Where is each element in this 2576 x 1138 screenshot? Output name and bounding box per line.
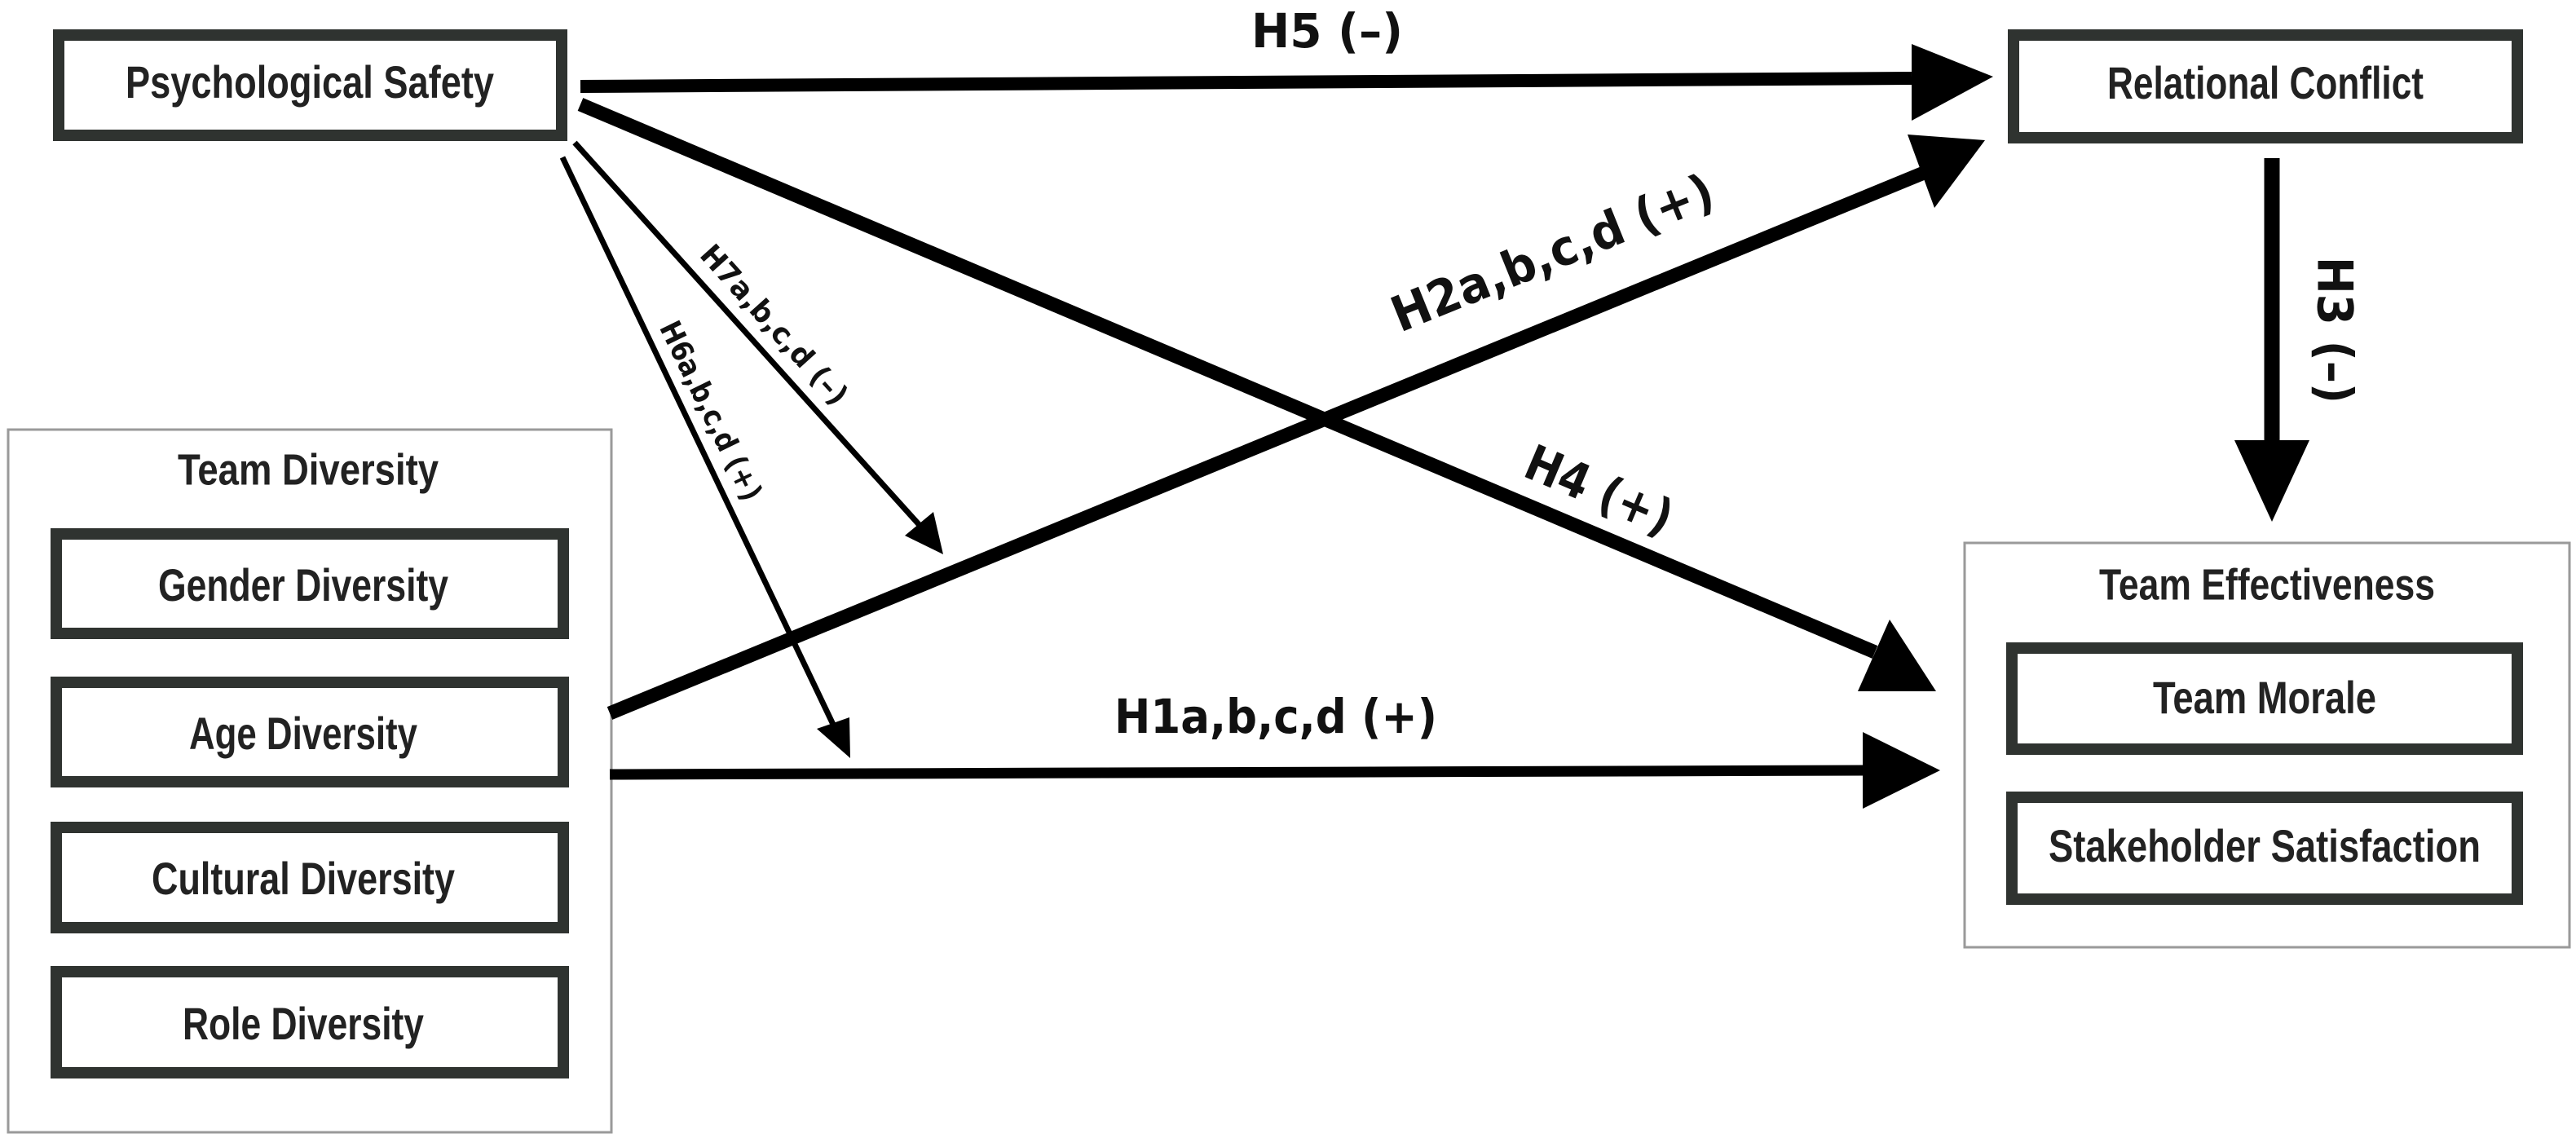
h6-arrowhead xyxy=(817,717,850,758)
h1-label: H1a,b,c,d (+) xyxy=(1114,689,1437,744)
h7-arrowhead xyxy=(905,512,943,554)
h6-label: H6a,b,c,d (+) xyxy=(652,316,768,507)
h2-label: H2a,b,c,d (+) xyxy=(1383,163,1722,344)
h2-arrow-line xyxy=(607,166,1927,720)
h1-arrow-line xyxy=(609,765,1868,780)
stakeholder-satisfaction-box xyxy=(2006,792,2523,905)
psychological-safety-label: Psychological Safety xyxy=(126,56,494,108)
h3-arrowhead xyxy=(2234,440,2309,522)
team-diversity-group xyxy=(7,428,613,1134)
team-diversity-title: Team Diversity xyxy=(178,445,439,494)
team-morale-box xyxy=(2006,642,2523,755)
h7-arrow-line xyxy=(572,140,928,534)
gender-diversity-label: Gender Diversity xyxy=(158,559,448,611)
h4-arrow-line xyxy=(577,98,1878,659)
role-diversity-label: Role Diversity xyxy=(183,998,424,1049)
gender-diversity-box xyxy=(51,528,569,639)
relational-conflict-box xyxy=(2008,29,2523,143)
team-morale-label: Team Morale xyxy=(2153,672,2376,723)
cultural-diversity-box xyxy=(51,822,569,933)
h5-label: H5 (–) xyxy=(1251,3,1403,59)
h2-arrowhead xyxy=(1908,135,1985,208)
cultural-diversity-label: Cultural Diversity xyxy=(152,853,455,904)
age-diversity-box xyxy=(51,677,569,787)
h4-arrowhead xyxy=(1858,620,1936,691)
h5-arrowhead xyxy=(1912,44,1993,121)
team-effectiveness-title: Team Effectiveness xyxy=(2099,560,2435,609)
age-diversity-label: Age Diversity xyxy=(189,708,417,759)
h6-arrow-line xyxy=(559,156,839,731)
h3-label: H3 (–) xyxy=(2305,257,2362,404)
team-effectiveness-group xyxy=(1963,541,2571,949)
relational-conflict-label: Relational Conflict xyxy=(2107,57,2424,108)
h1-arrowhead xyxy=(1863,732,1940,809)
h5-arrow-line xyxy=(580,72,1912,93)
role-diversity-box xyxy=(51,966,569,1078)
stakeholder-satisfaction-label: Stakeholder Satisfaction xyxy=(2049,820,2481,871)
psychological-safety-box xyxy=(53,29,567,141)
